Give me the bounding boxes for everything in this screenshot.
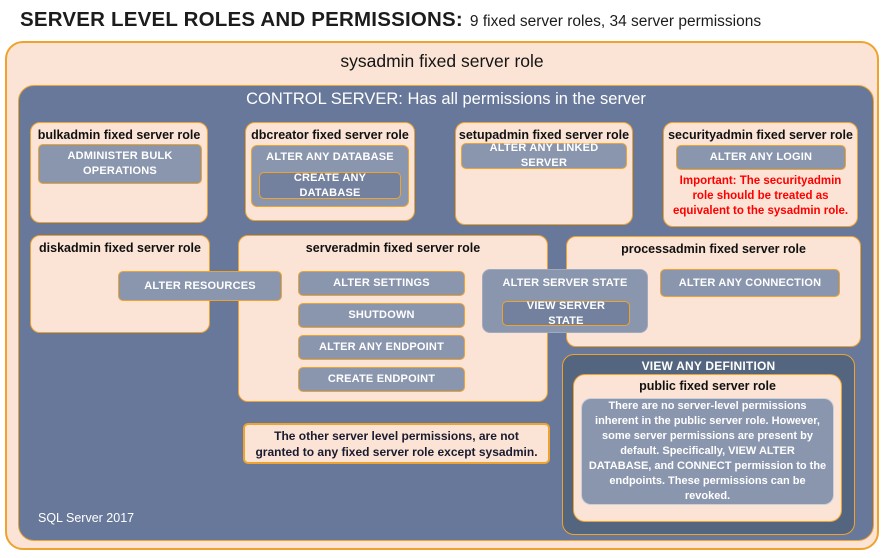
control-server-label: CONTROL SERVER: Has all permissions in t… — [246, 90, 646, 108]
processadmin-role-label: processadmin fixed server role — [621, 242, 806, 256]
permission-administer-bulk-operations: ADMINISTER BULK OPERATIONS — [38, 144, 202, 184]
bulkadmin-role-label: bulkadmin fixed server role — [37, 128, 201, 142]
securityadmin-role-label: securityadmin fixed server role — [668, 128, 853, 142]
permission-alter-server-state-label: ALTER SERVER STATE — [502, 277, 628, 289]
permission-alter-any-endpoint: ALTER ANY ENDPOINT — [298, 335, 465, 360]
permission-alter-resources: ALTER RESOURCES — [118, 271, 282, 301]
diskadmin-role-box: diskadmin fixed server role — [30, 235, 210, 333]
other-permissions-note-text: The other server level permissions, are … — [255, 428, 538, 459]
permission-alter-any-connection: ALTER ANY CONNECTION — [660, 269, 840, 297]
permission-view-server-state: VIEW SERVER STATE — [502, 300, 630, 327]
public-role-description-text: There are no server-level permissions in… — [588, 400, 827, 502]
securityadmin-warning-text: Important: The securityadmin role should… — [672, 175, 849, 217]
page-title: SERVER LEVEL ROLES AND PERMISSIONS: 9 fi… — [20, 8, 761, 32]
permission-alter-any-login: ALTER ANY LOGIN — [676, 145, 846, 170]
serveradmin-role-label: serveradmin fixed server role — [305, 241, 481, 255]
permission-create-any-database: CREATE ANY DATABASE — [259, 172, 401, 199]
sql-server-version-label: SQL Server 2017 — [38, 511, 135, 525]
public-role-label: public fixed server role — [639, 379, 776, 393]
view-any-definition-label: VIEW ANY DEFINITION — [641, 359, 776, 373]
other-permissions-note-box: The other server level permissions, are … — [243, 423, 550, 464]
permission-shutdown: SHUTDOWN — [298, 303, 465, 328]
public-role-description-box: There are no server-level permissions in… — [581, 398, 834, 505]
permission-alter-settings: ALTER SETTINGS — [298, 271, 465, 296]
diskadmin-role-label: diskadmin fixed server role — [39, 241, 201, 255]
sysadmin-role-label: sysadmin fixed server role — [340, 51, 544, 71]
setupadmin-role-box: setupadmin fixed server role — [455, 122, 633, 225]
permission-alter-any-database-label: ALTER ANY DATABASE — [266, 151, 394, 163]
page-title-main: SERVER LEVEL ROLES AND PERMISSIONS: — [20, 8, 463, 31]
permission-alter-any-linked-server: ALTER ANY LINKED SERVER — [461, 142, 627, 169]
setupadmin-role-label: setupadmin fixed server role — [458, 128, 630, 142]
securityadmin-role-box: securityadmin fixed server role — [663, 122, 858, 227]
page-title-sub: 9 fixed server roles, 34 server permissi… — [469, 13, 762, 30]
dbcreator-role-label: dbcreator fixed server role — [251, 128, 409, 142]
permission-create-endpoint: CREATE ENDPOINT — [298, 367, 465, 392]
